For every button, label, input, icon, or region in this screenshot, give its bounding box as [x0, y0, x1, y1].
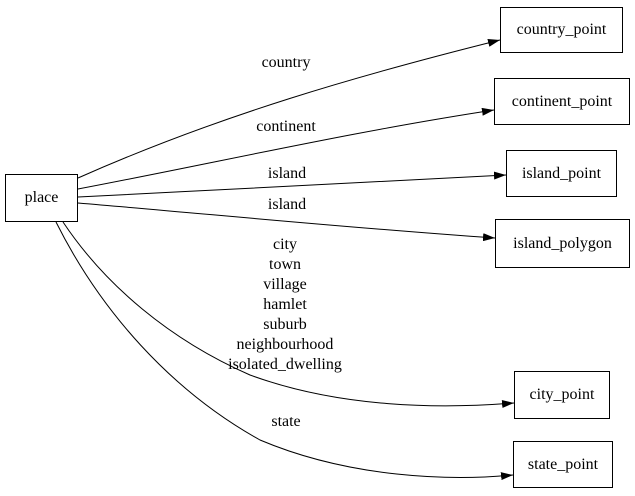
edge-place-city-point	[62, 221, 515, 408]
edge-label-city: city	[272, 236, 297, 253]
edge-place-island-point	[77, 171, 507, 198]
edge-label-hamlet: hamlet	[263, 296, 307, 313]
edge-label-continent: continent	[256, 118, 316, 135]
node-continent-point: continent_point	[494, 78, 630, 125]
node-city-point-label: city_point	[529, 386, 595, 403]
edge-label-country: country	[261, 54, 311, 71]
node-country-point-label: country_point	[516, 21, 607, 38]
node-state-point-label: state_point	[527, 455, 599, 473]
node-place-label: place	[24, 189, 59, 206]
edge-place-continent-point	[77, 107, 495, 190]
node-country-point: country_point	[500, 7, 623, 53]
edge-place-island-polygon	[77, 202, 496, 242]
node-continent-point-label: continent_point	[511, 92, 613, 110]
edge-label-village: village	[263, 276, 307, 293]
edge-label-suburb: suburb	[263, 316, 307, 333]
edge-label-town: town	[268, 256, 301, 273]
node-city-point: city_point	[514, 371, 610, 419]
edge-label-isolated-dwelling: isolated_dwelling	[228, 356, 342, 373]
edge-label-island-point: island	[267, 165, 307, 182]
edge-label-island-polygon: island	[267, 196, 307, 213]
edge-label-neighbourhood: neighbourhood	[236, 336, 334, 353]
node-island-point-label: island_point	[521, 164, 602, 182]
node-state-point: state_point	[513, 441, 613, 488]
node-place: place	[5, 174, 78, 222]
node-island-point: island_point	[506, 150, 617, 197]
edge-place-state-point	[55, 221, 514, 481]
node-island-polygon-label: island_polygon	[513, 234, 612, 252]
node-island-polygon: island_polygon	[495, 219, 630, 268]
edge-label-city-cluster: city town village hamlet suburb neighbou…	[228, 235, 342, 375]
edge-place-country-point	[77, 39, 501, 179]
edge-label-state: state	[271, 413, 301, 430]
